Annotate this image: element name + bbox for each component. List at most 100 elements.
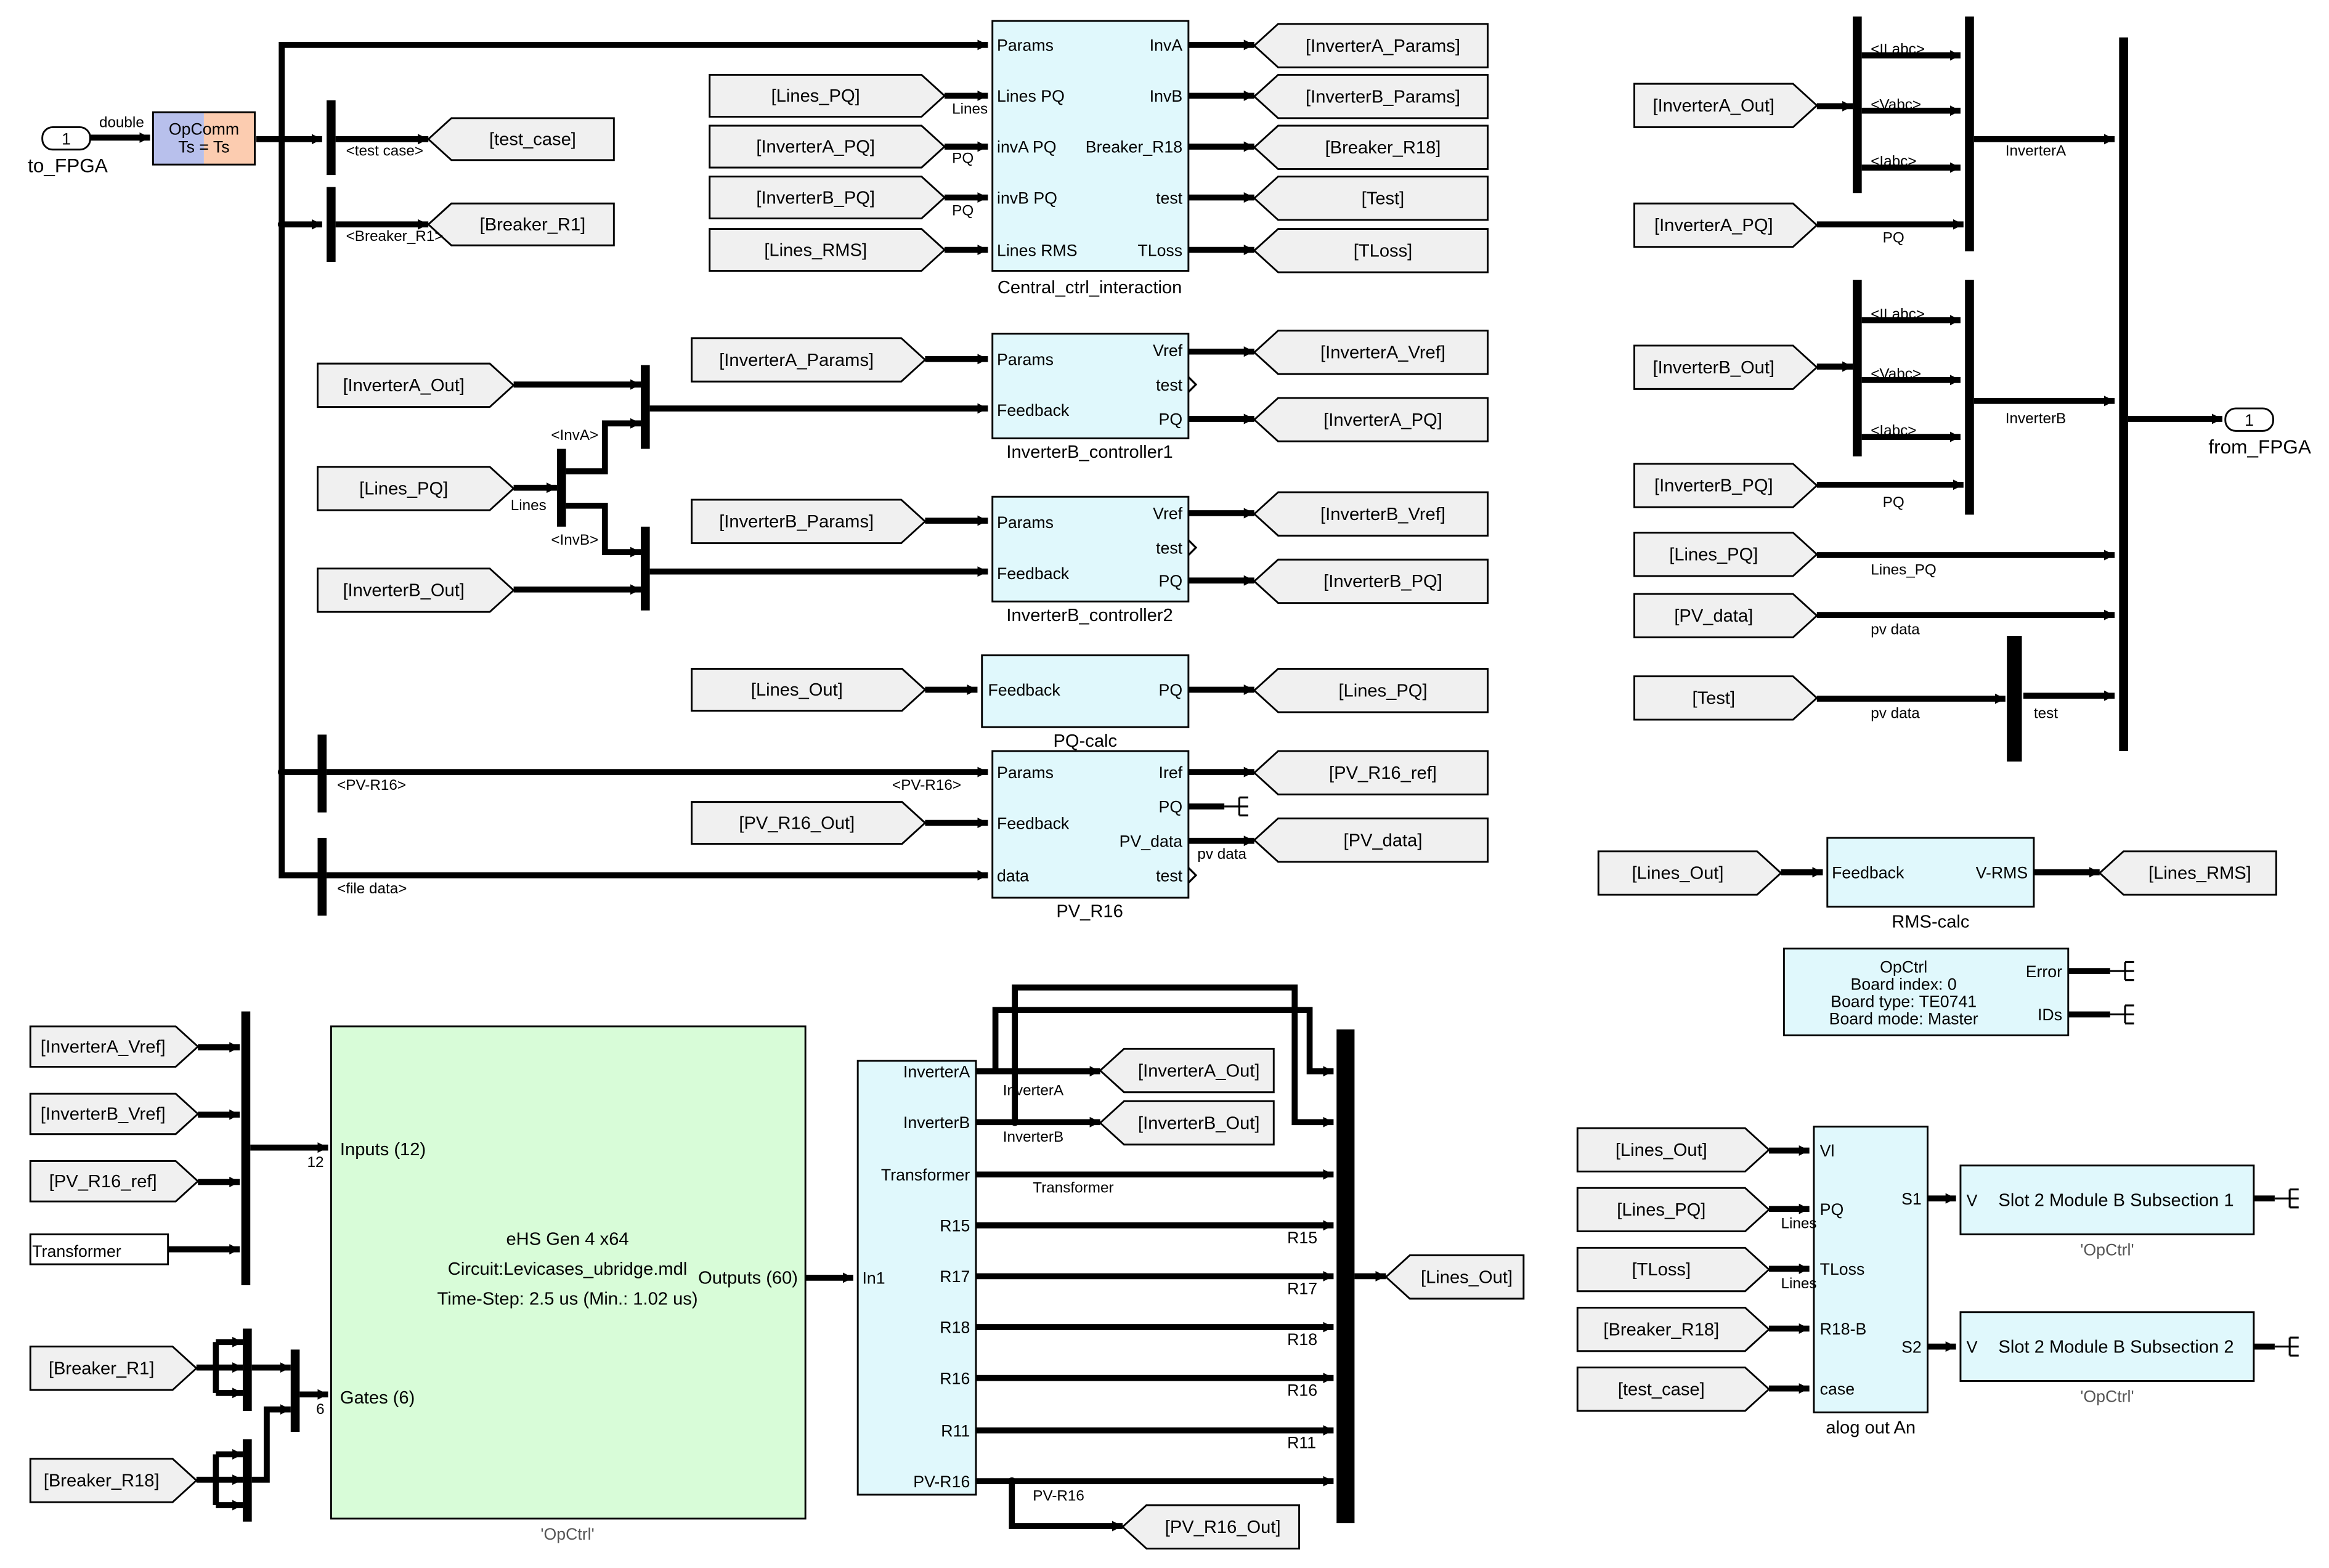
goto-tag-16[interactable] [1099, 1047, 1275, 1094]
goto-tag-10[interactable] [1253, 491, 1489, 537]
bus-invB[interactable] [641, 526, 650, 611]
opcomm-block[interactable] [152, 111, 256, 166]
goto-tag-9[interactable] [1253, 397, 1489, 442]
from-tag-10[interactable] [691, 668, 927, 712]
from-tag-19[interactable] [1597, 850, 1782, 896]
inverter-controller-2[interactable] [991, 495, 1190, 603]
trunk-down[interactable] [278, 139, 318, 879]
signal-line-85[interactable] [1009, 1481, 1123, 1532]
goto-tag-3[interactable] [1253, 23, 1489, 68]
terminator[interactable] [1224, 796, 1248, 817]
pq-calc-block[interactable] [981, 654, 1190, 728]
goto-tag-19[interactable] [1384, 1254, 1525, 1300]
ehs-block[interactable] [330, 1025, 807, 1520]
from-tag-7[interactable] [317, 567, 515, 613]
slot2-subsection-1[interactable] [1959, 1164, 2255, 1235]
goto-tag-11[interactable] [1253, 558, 1489, 604]
demux-block[interactable] [856, 1060, 977, 1496]
from-tag-23[interactable] [29, 1346, 198, 1391]
goto-tag[interactable] [427, 117, 615, 161]
signal-line-12[interactable] [566, 418, 641, 474]
from-tag-21[interactable] [29, 1092, 200, 1135]
opctrl-block[interactable] [1782, 948, 2070, 1036]
from-tag-29[interactable] [1576, 1367, 1771, 1412]
terminator-5[interactable] [2274, 1336, 2299, 1357]
outport-from-fpga[interactable] [2224, 407, 2274, 432]
goto-tag-17[interactable] [1099, 1100, 1275, 1146]
constant-transformer[interactable] [29, 1233, 169, 1265]
goto-tag-12[interactable] [1253, 668, 1489, 713]
inverter-controller-1[interactable] [991, 333, 1190, 439]
signal-line-13[interactable] [566, 502, 641, 558]
bus-selector-breaker[interactable] [327, 187, 336, 262]
from-tag-12[interactable] [1633, 83, 1818, 128]
terminator-2[interactable] [2110, 961, 2134, 981]
bus-creator-invB[interactable] [1965, 280, 1974, 515]
goto-tag-15[interactable] [2098, 850, 2277, 896]
bus-creator-invA[interactable] [1965, 16, 1974, 251]
label: V [1967, 1191, 1978, 1209]
signal-line-73[interactable] [992, 1007, 1334, 1077]
goto-tag-6[interactable] [1253, 176, 1489, 221]
signal-line-68[interactable] [251, 1404, 291, 1483]
from-tag-20[interactable] [29, 1025, 200, 1068]
from-tag-4[interactable] [709, 228, 946, 272]
from-tag-15[interactable] [1633, 463, 1818, 508]
inport-to-fpga[interactable] [41, 126, 91, 151]
from-tag-13[interactable] [1633, 202, 1818, 248]
bus-mux-b1[interactable] [243, 1328, 252, 1412]
trunk-to-central[interactable] [278, 39, 988, 139]
rms-calc-block[interactable] [1826, 837, 2035, 908]
bus-creator-main[interactable] [2119, 37, 2128, 752]
terminator-3[interactable] [2110, 1004, 2134, 1025]
from-tag-2[interactable] [709, 124, 946, 169]
bus-selector-pv[interactable] [317, 734, 327, 813]
from-tag-5[interactable] [317, 362, 515, 408]
slot2-subsection-2[interactable] [1959, 1311, 2255, 1382]
from-tag-27[interactable] [1576, 1246, 1771, 1293]
terminator-4[interactable] [2274, 1188, 2299, 1209]
goto-tag-18[interactable] [1121, 1504, 1301, 1550]
goto-tag-4[interactable] [1253, 73, 1489, 120]
from-tag-14[interactable] [1633, 344, 1818, 390]
from-tag-9[interactable] [691, 498, 927, 544]
bus-selector-invA[interactable] [1853, 16, 1862, 193]
signal-line-76[interactable] [1012, 984, 1334, 1127]
from-tag-16[interactable] [1633, 532, 1818, 577]
from-tag-25[interactable] [1576, 1127, 1771, 1172]
from-tag-17[interactable] [1633, 593, 1818, 638]
bus-selector-invB[interactable] [1853, 280, 1862, 457]
bus-mux-inputs[interactable] [241, 1011, 251, 1286]
bus-lines[interactable] [557, 449, 566, 527]
from-tag[interactable] [709, 73, 946, 118]
bus-invA[interactable] [641, 365, 650, 449]
bus-creator-lines-out[interactable] [1336, 1029, 1355, 1524]
bus-test[interactable] [2007, 636, 2022, 762]
from-tag-24[interactable] [29, 1458, 198, 1503]
from-tag-18[interactable] [1633, 675, 1818, 721]
goto-tag-2[interactable] [427, 202, 615, 246]
from-tag-26[interactable] [1576, 1187, 1771, 1233]
central-in-port: invA PQ [997, 138, 1056, 156]
goto-tag-13[interactable] [1253, 750, 1489, 795]
label: 12 [307, 1154, 324, 1171]
central-ctrl-block[interactable] [991, 20, 1190, 272]
goto-tag-7[interactable] [1253, 228, 1489, 274]
from-tag-22[interactable] [29, 1160, 200, 1203]
bus-selector-file[interactable] [317, 837, 327, 916]
label: Feedback [988, 681, 1060, 699]
analog-out-block[interactable] [1813, 1126, 1929, 1413]
from-tag-8[interactable] [691, 337, 927, 383]
pv-r16-block[interactable] [991, 750, 1190, 899]
goto-tag-14[interactable] [1253, 817, 1489, 863]
constant-label: Transformer [32, 1242, 121, 1261]
from-tag-11[interactable] [691, 801, 927, 845]
bus-mux-b18[interactable] [243, 1439, 252, 1522]
goto-tag-5[interactable] [1253, 124, 1489, 170]
from-tag-6[interactable] [317, 466, 515, 511]
bus-mux-gates[interactable] [290, 1349, 300, 1432]
from-tag-3[interactable] [709, 176, 946, 220]
from-tag-28[interactable] [1576, 1306, 1771, 1352]
bus-selector-test-case[interactable] [327, 100, 336, 176]
goto-tag-8[interactable] [1253, 330, 1489, 375]
